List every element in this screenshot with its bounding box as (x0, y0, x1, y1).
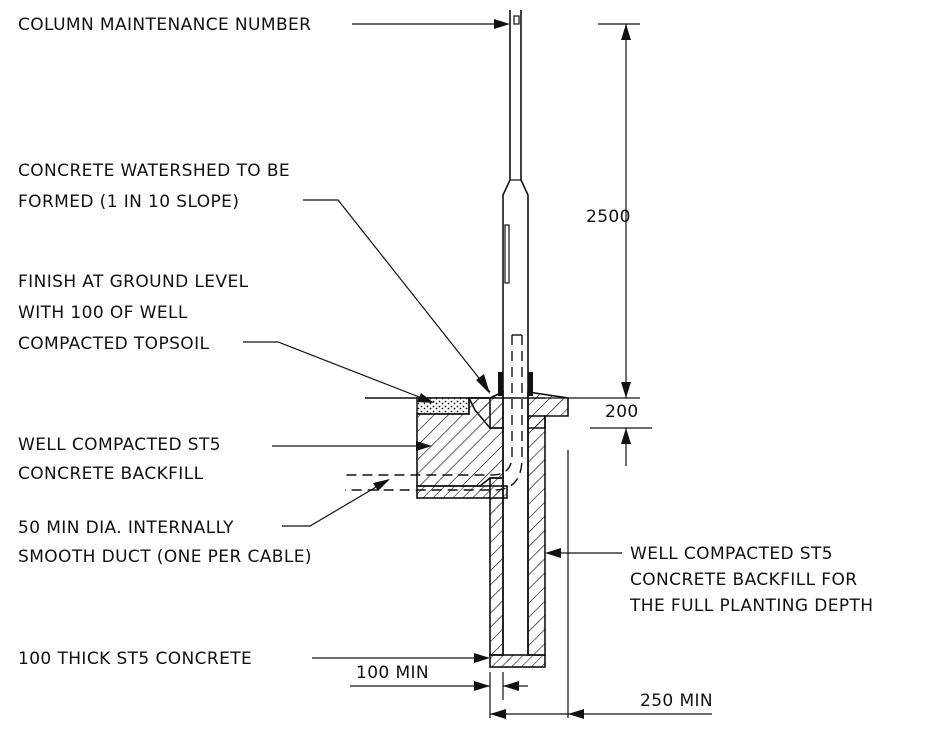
leader-watershed (303, 199, 491, 393)
label-column-maintenance-number: COLUMN MAINTENANCE NUMBER (18, 15, 311, 35)
leader-duct (282, 479, 389, 527)
dim-2500-arrow-bottom (621, 382, 631, 398)
label-full-backfill-line1: WELL COMPACTED ST5 (630, 544, 833, 564)
collar-plate-left (498, 372, 503, 396)
pit-wall-left (489, 477, 504, 656)
label-backfill-line2: CONCRETE BACKFILL (18, 464, 204, 484)
label-watershed-line1: CONCRETE WATERSHED TO BE (18, 161, 290, 181)
label-watershed-line2: FORMED (1 IN 10 SLOPE) (18, 192, 239, 212)
label-full-backfill-line3: THE FULL PLANTING DEPTH (629, 596, 873, 616)
maintenance-number-plate (513, 15, 520, 25)
column-door (504, 224, 510, 284)
base-concrete-slab (489, 654, 546, 668)
label-duct-line1: 50 MIN DIA. INTERNALLY (18, 518, 234, 538)
leader-maintenance-arrow (494, 19, 510, 29)
dim-100-arrow-right (503, 681, 519, 691)
collar-plate-right (528, 372, 533, 396)
label-full-backfill-line2: CONCRETE BACKFILL FOR (630, 570, 857, 590)
dim-250-label: 250 MIN (640, 691, 713, 711)
label-base-concrete: 100 THICK ST5 CONCRETE (18, 649, 252, 669)
dim-200-label: 200 (605, 402, 639, 422)
leader-backfill-arrow (416, 441, 432, 451)
duct-outer (345, 335, 513, 476)
pit-wall-right (527, 415, 546, 656)
dim-250-arrow-left (490, 709, 506, 719)
leader-duct-arrow (373, 479, 390, 491)
leader-finish-arrow (417, 393, 434, 403)
dim-2500-arrow-top (621, 24, 631, 40)
duct-inner (345, 335, 523, 491)
leader-finish (243, 341, 433, 403)
label-finish-line1: FINISH AT GROUND LEVEL (18, 272, 249, 292)
label-duct-line2: SMOOTH DUCT (ONE PER CABLE) (18, 547, 312, 567)
label-backfill-line1: WELL COMPACTED ST5 (18, 435, 221, 455)
label-finish-line2: WITH 100 OF WELL (18, 303, 188, 323)
dim-100-arrow-left (474, 681, 490, 691)
column-shaft-lower (502, 392, 529, 655)
dim-2500-label: 2500 (586, 207, 631, 227)
column-shaft-upper (502, 10, 529, 392)
dim-250-arrow-right (568, 709, 584, 719)
leader-full-backfill-arrow (545, 548, 561, 558)
dim-100-label: 100 MIN (356, 663, 429, 683)
leader-base-concrete-arrow (474, 653, 490, 663)
dim-200-arrow (621, 428, 631, 444)
label-finish-line3: COMPACTED TOPSOIL (18, 334, 210, 354)
left-base-slab (416, 485, 508, 499)
leader-watershed-arrow (476, 374, 490, 394)
